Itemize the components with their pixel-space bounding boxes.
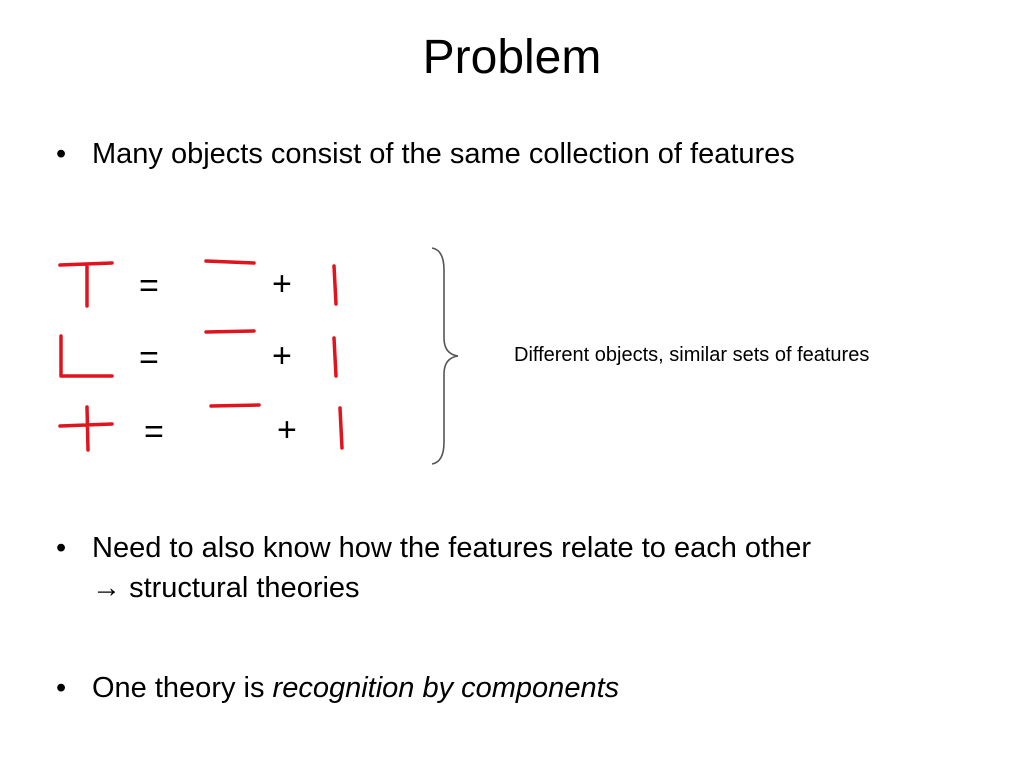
bullet-3-emphasis: recognition by components <box>272 672 620 704</box>
bullet-2-line-2: → structural theories <box>92 568 972 608</box>
bullet-dot: • <box>56 138 67 170</box>
bullet-1-text: Many objects consist of the same collect… <box>92 138 795 170</box>
brace-note: Different objects, similar sets of featu… <box>514 344 870 366</box>
equals-sign: = <box>139 339 159 377</box>
t-shape-icon <box>58 261 114 308</box>
right-brace-icon <box>428 246 464 466</box>
bullet-3-text: One theory is recognition by components <box>92 668 972 708</box>
bullet-dot: • <box>56 672 67 704</box>
bullet-dot: • <box>56 532 67 564</box>
horizontal-stroke-icon <box>204 258 256 266</box>
bullet-3-prefix: One theory is <box>92 672 273 704</box>
bullet-2-text: Need to also know how the features relat… <box>92 528 972 608</box>
plus-sign: + <box>277 411 297 449</box>
equals-sign: = <box>139 267 159 305</box>
horizontal-stroke-icon <box>209 402 261 410</box>
bullet-2-conclusion: structural theories <box>129 572 360 604</box>
horizontal-stroke-icon <box>204 328 256 336</box>
equals-sign: = <box>144 413 164 451</box>
arrow-right-icon: → <box>92 572 121 604</box>
cross-shape-icon <box>58 404 114 452</box>
plus-sign: + <box>272 265 292 303</box>
vertical-stroke-icon <box>330 264 340 306</box>
vertical-stroke-icon <box>336 406 346 450</box>
bullet-2-line-1: Need to also know how the features relat… <box>92 532 811 564</box>
vertical-stroke-icon <box>330 336 340 378</box>
plus-sign: + <box>272 337 292 375</box>
l-shape-icon <box>58 334 114 380</box>
slide-title: Problem <box>422 31 602 84</box>
